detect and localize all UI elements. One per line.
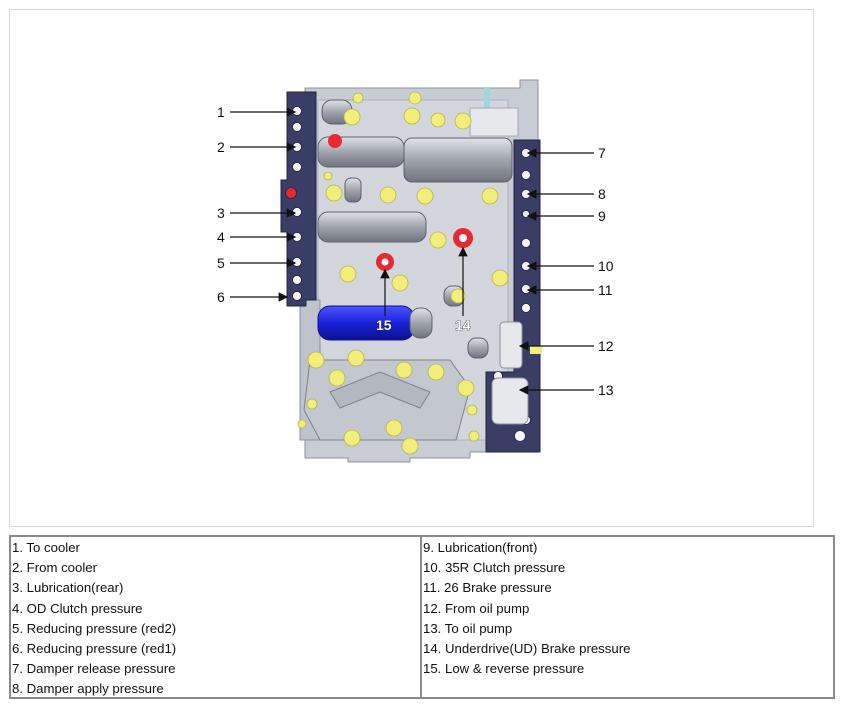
callout-7: 7: [598, 145, 606, 161]
callout-12: 12: [598, 338, 614, 354]
legend-item: 6. Reducing pressure (red1): [12, 641, 177, 657]
bolt-heads: [297, 91, 509, 455]
legend-column-left: 1. To cooler 2. From cooler 3. Lubricati…: [11, 537, 422, 697]
callout-11: 11: [598, 282, 613, 298]
legend-item: 1. To cooler: [12, 540, 80, 555]
callout-8: 8: [598, 186, 606, 202]
legend-item: 12. From oil pump: [423, 600, 530, 616]
legend-item: 8. Damper apply pressure: [12, 681, 164, 697]
legend-item: 10. 35R Clutch pressure: [423, 560, 566, 576]
legend-item: 5. Reducing pressure (red2): [12, 620, 177, 636]
legend-item: 9. Lubrication(front): [423, 540, 538, 555]
legend-item: 2. From cooler: [12, 560, 98, 576]
oil-pump-inlet-port: [499, 321, 523, 369]
legend-item: 14. Underdrive(UD) Brake pressure: [423, 641, 631, 657]
callout-10: 10: [598, 258, 614, 274]
valve-body-diagram: 1 2 3 4 5 6 7 8 9 10 11 12 13 14 15: [217, 79, 614, 463]
legend-item: 13. To oil pump: [423, 620, 513, 636]
callout-15: 15: [376, 317, 392, 333]
oil-pump-outlet-port: [491, 377, 529, 425]
spool-valves: [317, 99, 513, 359]
callout-3: 3: [217, 205, 225, 221]
callout-13: 13: [598, 382, 614, 398]
legend-item: 7. Damper release pressure: [12, 661, 176, 677]
legend-item: 15. Low & reverse pressure: [423, 661, 585, 677]
callout-4: 4: [217, 229, 225, 245]
lower-manifold: [303, 359, 471, 441]
legend-item: 11. 26 Brake pressure: [423, 580, 552, 596]
callout-6: 6: [217, 289, 225, 305]
leader-lines: [230, 107, 594, 395]
legend-item: 3. Lubrication(rear): [12, 580, 124, 596]
legend-column-right: 9. Lubrication(front) 10. 35R Clutch pre…: [422, 537, 833, 697]
legend-item: 4. OD Clutch pressure: [12, 600, 143, 616]
callout-2: 2: [217, 139, 225, 155]
legend-table: 1. To cooler 2. From cooler 3. Lubricati…: [9, 535, 835, 699]
callout-1: 1: [217, 104, 225, 120]
callout-14: 14: [455, 317, 471, 333]
callout-5: 5: [217, 255, 225, 271]
callout-9: 9: [598, 208, 606, 224]
